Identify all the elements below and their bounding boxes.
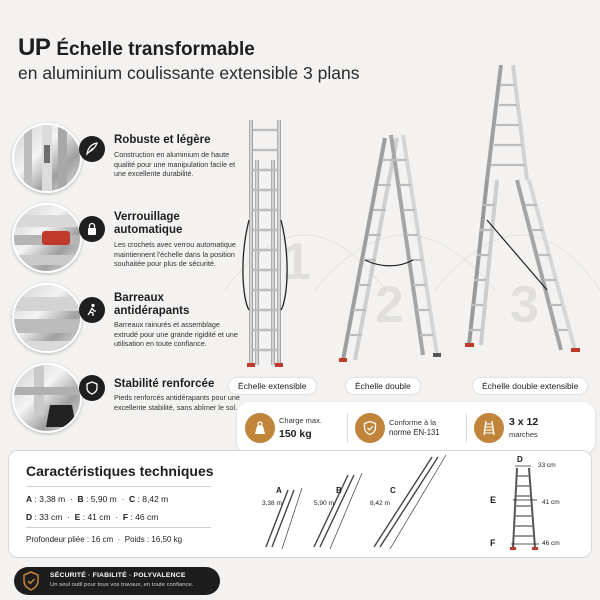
dim-value: 33 cm: [538, 462, 556, 469]
diagram-value: 8,42 m: [370, 500, 390, 507]
page-subtitle: en aluminium coulissante extensible 3 pl…: [18, 63, 360, 83]
feature-photo-rungs: [12, 283, 82, 353]
ladder-double-extensible: [465, 64, 580, 352]
spec-value: 3 x 12: [509, 416, 539, 428]
ladder-double: [339, 134, 441, 362]
dim-value: 33 cm: [39, 512, 63, 522]
feature-title: Verrouillage automatique: [114, 211, 183, 236]
config-label: Échelle extensible: [229, 378, 316, 394]
dim-key: F: [490, 538, 496, 548]
title-text: Échelle transformable: [56, 39, 255, 60]
diagram-key: B: [336, 486, 342, 495]
spec-value: norme EN-131: [389, 428, 440, 437]
diagram-key: C: [390, 486, 396, 495]
feature-desc: Construction en aluminium de haute quali…: [114, 150, 236, 178]
config-number: 1: [282, 233, 311, 291]
spec-label: marches: [509, 430, 538, 439]
spec-value: 150 kg: [279, 428, 312, 440]
spec-label: Conforme à la: [389, 418, 437, 427]
ladder-icon: [474, 413, 504, 443]
ladder-extensible: [242, 120, 288, 367]
footer-tagline: SÉCURITÉ · FIABILITÉ · POLYVALENCE: [50, 572, 186, 579]
weight-icon: [245, 413, 275, 443]
tech-title: Caractéristiques techniques: [26, 463, 214, 479]
footer-subline: Un seul outil pour tous vos travaux, en …: [50, 582, 194, 588]
brand-name: UP: [18, 34, 51, 61]
feature-title: Robuste et légère: [114, 134, 211, 146]
spec-label: Charge max.: [279, 416, 322, 425]
ladder-illustrations: [225, 64, 600, 367]
dim-value: 46 cm: [542, 540, 560, 547]
dims-row-3: Profondeur pliée : 16 cm · Poids : 16,50…: [26, 535, 183, 544]
dim-key: E: [490, 495, 497, 505]
dim-key: F: [122, 512, 129, 522]
config-number: 2: [375, 276, 404, 334]
diagram-key: A: [276, 486, 282, 495]
feather-icon: [79, 136, 105, 162]
shield-icon: [79, 375, 105, 401]
folded-depth: Profondeur pliée : 16 cm: [26, 535, 114, 544]
rung-diagram: [510, 465, 539, 550]
dim-key: C: [129, 494, 136, 504]
divider: [26, 527, 211, 528]
dim-key: B: [77, 494, 84, 504]
dim-value: 5,90 m: [90, 494, 117, 504]
weight: Poids : 16,50 kg: [124, 535, 183, 544]
diagram-value: 3,38 m: [262, 500, 282, 507]
feature-desc: Les crochets avec verrou automatique mai…: [114, 240, 236, 268]
feature-photo-lock: [12, 203, 82, 273]
dim-key: A: [26, 494, 33, 504]
dim-value: 41 cm: [542, 499, 560, 506]
length-diagram: [265, 455, 447, 550]
config-label: Échelle double extensible: [473, 378, 588, 394]
feature-photo-feet: [12, 363, 82, 433]
dims-row-2: D : 33 cm · E : 41 cm · F : 46 cm: [26, 512, 159, 522]
feature-desc: Barreaux rainurés et assemblage extrudé …: [114, 320, 238, 348]
config-number: 3: [510, 276, 539, 334]
dims-row-1: A : 3,38 m · B : 5,90 m · C : 8,42 m: [26, 494, 169, 504]
feature-title: Stabilité renforcée: [114, 378, 215, 390]
dim-value: 3,38 m: [39, 494, 66, 504]
check-shield-icon: [355, 413, 385, 443]
dim-key: E: [74, 512, 81, 522]
divider: [466, 413, 467, 443]
climber-icon: [79, 297, 105, 323]
divider: [26, 486, 211, 487]
dim-value: 46 cm: [135, 512, 159, 522]
shield-icon: [23, 571, 39, 591]
dim-key: D: [517, 455, 523, 464]
padlock-icon: [79, 216, 105, 242]
config-label: Échelle double: [346, 378, 420, 394]
feature-title: Barreaux antidérapants: [114, 292, 190, 317]
diagram-value: 5,90 m: [314, 500, 334, 507]
dim-key: D: [26, 512, 33, 522]
dim-value: 41 cm: [87, 512, 111, 522]
spec-bar: [237, 402, 595, 454]
feature-photo-robust: [12, 123, 82, 193]
feature-desc: Pieds renforcés antidérapants pour une e…: [114, 393, 240, 412]
footer-bar: [14, 567, 220, 595]
tech-panel: [8, 450, 592, 558]
dim-value: 8,42 m: [142, 494, 169, 504]
divider: [347, 413, 348, 443]
